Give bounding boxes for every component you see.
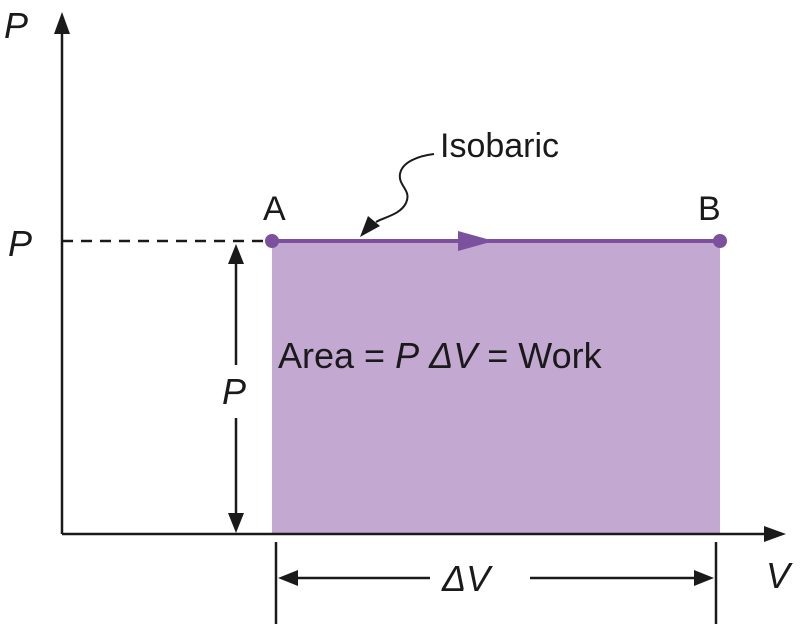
delta-v-label: ΔV (441, 558, 493, 599)
x-axis-arrow (764, 526, 786, 542)
point-a-label: A (263, 190, 286, 228)
pressure-height-label: P (222, 371, 246, 412)
point-a-marker (265, 234, 279, 248)
isobaric-label: Isobaric (440, 127, 559, 165)
point-b-marker (713, 234, 727, 248)
isobaric-callout-arrowhead (360, 216, 380, 237)
process-direction-arrow (458, 231, 494, 251)
isobaric-callout-squiggle (375, 153, 435, 223)
x-axis-label: V (766, 555, 793, 596)
y-axis-label: P (4, 5, 28, 46)
delta-v-arrowhead-left (278, 570, 298, 586)
area-equation: Area = P ΔV = Work (278, 335, 603, 376)
y-axis-arrow (54, 12, 70, 34)
work-area-region (272, 241, 720, 534)
delta-v-arrowhead-right (694, 570, 714, 586)
pressure-height-arrowhead-bottom (228, 513, 244, 533)
pressure-height-arrowhead-top (228, 244, 244, 264)
pressure-tick-label: P (8, 223, 32, 264)
point-b-label: B (698, 190, 721, 228)
